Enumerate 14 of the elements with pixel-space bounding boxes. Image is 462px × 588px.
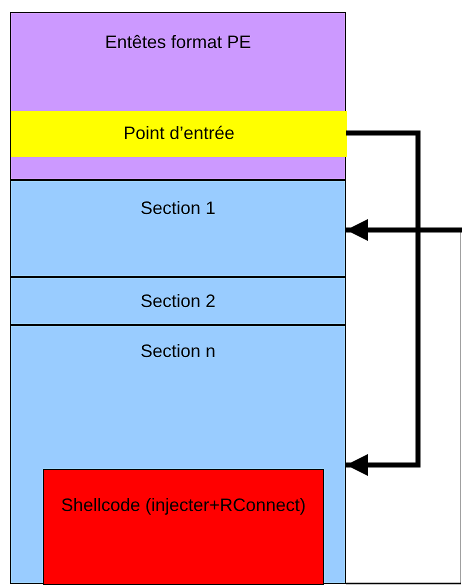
node-label: Point d’entrée	[122, 122, 236, 144]
arrow	[346, 130, 420, 476]
node-label: Entêtes format PE	[104, 31, 252, 53]
node-label: Section 2	[139, 290, 217, 312]
entry-point-band	[11, 111, 347, 157]
node-label: Shellcode (injecter+RConnect)	[60, 494, 307, 516]
node-label: Section 1	[139, 197, 217, 219]
node-label: Section n	[139, 340, 217, 362]
section-box	[10, 325, 346, 584]
shellcode-box	[43, 469, 324, 585]
section-box	[10, 277, 346, 325]
header-band	[10, 12, 346, 180]
arrow	[346, 219, 462, 241]
section-box	[10, 180, 346, 277]
